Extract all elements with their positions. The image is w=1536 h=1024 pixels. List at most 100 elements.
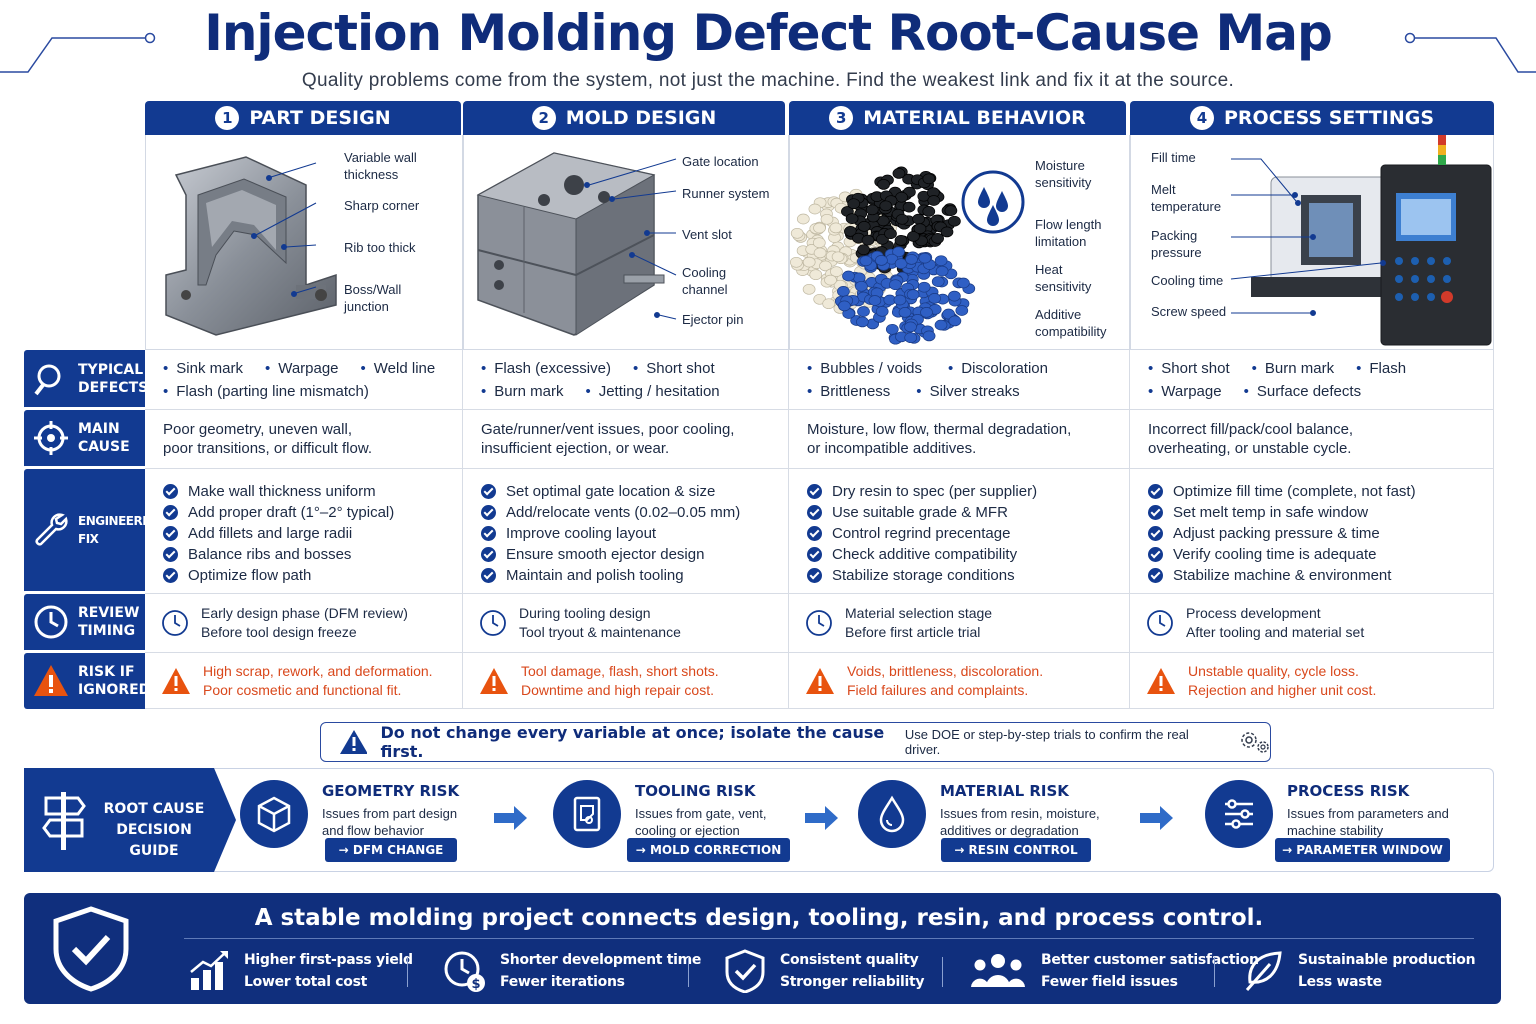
guide-item-description: Issues from resin, moisture, additives o… <box>940 806 1100 838</box>
check-icon <box>807 484 822 499</box>
defects-mold-design: Flash (excessive)Short shotBurn markJett… <box>463 350 789 410</box>
dfm-change-button[interactable]: → DFM CHANGE <box>325 838 457 862</box>
defect-item: Bubbles / voids <box>807 360 922 377</box>
benefit-yield: Higher first-pass yield Lower total cost <box>188 949 413 993</box>
column-header-mold-design: 2 MOLD DESIGN <box>463 101 785 135</box>
risk-material-behavior: Voids, brittleness, discoloration. Field… <box>789 653 1130 709</box>
people-icon <box>971 954 1025 987</box>
defect-item: Warpage <box>1148 383 1221 400</box>
fix-item: Stabilize machine & environment <box>1148 565 1475 586</box>
defect-item: Surface defects <box>1244 383 1361 400</box>
check-icon <box>807 568 822 583</box>
defects-part-design: Sink markWarpageWeld lineFlash (parting … <box>145 350 463 410</box>
benefit-separator <box>688 957 689 987</box>
warning-main-text: Do not change every variable at once; is… <box>380 723 885 761</box>
clock-icon <box>806 610 832 636</box>
check-icon <box>163 526 178 541</box>
check-icon <box>481 547 496 562</box>
check-icon <box>1148 547 1163 562</box>
process-settings-illustration: Fill time Melt temperature Packing press… <box>1130 135 1494 350</box>
check-icon <box>163 568 178 583</box>
defect-item: Weld line <box>361 360 435 377</box>
gears-icon <box>1241 732 1269 753</box>
guide-label-text: ROOT CAUSE DECISION GUIDE <box>103 801 205 859</box>
fix-item: Make wall thickness uniform <box>163 481 444 502</box>
cause-process-settings: Incorrect fill/pack/cool balance, overhe… <box>1130 410 1494 469</box>
benefit-quality: Consistent quality Stronger reliability <box>724 949 925 993</box>
benefit-sustainable-production: Sustainable production Less waste <box>1244 949 1476 993</box>
check-icon <box>1148 484 1163 499</box>
mold-block-image <box>476 152 677 336</box>
defect-item: Discoloration <box>948 360 1048 377</box>
clock-icon <box>162 610 188 636</box>
clock-icon <box>34 605 68 639</box>
check-icon <box>481 526 496 541</box>
flow-arrow-icon <box>805 806 838 830</box>
timing-part-design: Early design phase (DFM review) Before t… <box>145 594 463 653</box>
page-subtitle: Quality problems come from the system, n… <box>301 70 1235 91</box>
column-number: 1 <box>215 106 240 130</box>
timing-material-behavior: Material selection stage Before first ar… <box>789 594 1130 653</box>
defect-item: Flash (excessive) <box>481 360 611 377</box>
callout-moisture-sensitivity: Moisture sensitivity <box>1035 158 1092 190</box>
growth-chart-icon <box>190 951 228 990</box>
check-icon <box>807 526 822 541</box>
check-icon <box>481 484 496 499</box>
clock-icon <box>480 610 506 636</box>
resin-control-button[interactable]: → RESIN CONTROL <box>941 838 1091 862</box>
callout-runner-system: Runner system <box>682 186 770 201</box>
defects-material-behavior: Bubbles / voidsDiscolorationBrittlenessS… <box>789 350 1130 410</box>
row-label-typical-defects: TYPICAL DEFECTS <box>24 350 149 410</box>
row-label-main-cause: MAIN CAUSE <box>24 410 145 469</box>
fix-item: Ensure smooth ejector design <box>481 544 770 565</box>
row-label-risk-if-ignored: RISK IF IGNORED <box>24 653 150 709</box>
footer-title: A stable molding project connects design… <box>254 905 1264 931</box>
risk-mold-design: Tool damage, flash, short shots. Downtim… <box>463 653 789 709</box>
leaf-icon <box>1245 951 1282 991</box>
row-label-text: TYPICAL DEFECTS <box>78 361 149 396</box>
injection-machine-image <box>1230 135 1492 346</box>
guide-item-description: Issues from gate, vent, cooling or eject… <box>635 806 767 838</box>
parameter-window-button[interactable]: → PARAMETER WINDOW <box>1275 838 1450 862</box>
column-header-material-behavior: 3 MATERIAL BEHAVIOR <box>789 101 1126 135</box>
fix-item: Control regrind precentage <box>807 523 1111 544</box>
guide-item-title: GEOMETRY RISK <box>322 782 460 800</box>
drop-icon <box>858 780 926 848</box>
crosshair-icon <box>34 421 68 455</box>
svg-text:$: $ <box>471 977 480 992</box>
warning-triangle-icon <box>480 667 508 694</box>
callout-fill-time: Fill time <box>1151 150 1196 165</box>
page-title: Injection Molding Defect Root-Cause Map <box>204 4 1333 62</box>
fixes-process-settings: Optimize fill time (complete, not fast) … <box>1130 469 1494 594</box>
circuit-decoration-left <box>0 32 156 73</box>
guide-pointer <box>214 768 236 872</box>
callout-sharp-corner: Sharp corner <box>344 198 420 213</box>
check-icon <box>163 505 178 520</box>
mold-correction-button[interactable]: → MOLD CORRECTION <box>627 838 790 862</box>
callout-screw-speed: Screw speed <box>1151 304 1227 319</box>
fix-item: Set melt temp in safe window <box>1148 502 1475 523</box>
root-cause-decision-guide: ROOT CAUSE DECISION GUIDE GEOMETRY RISK … <box>24 768 1494 872</box>
column-header-process-settings: 4 PROCESS SETTINGS <box>1130 101 1494 135</box>
callout-boss-wall: Boss/Wall junction <box>344 282 402 314</box>
guide-item-title: PROCESS RISK <box>1287 782 1410 800</box>
callout-cooling-time: Cooling time <box>1151 273 1224 288</box>
check-icon <box>1148 505 1163 520</box>
guide-frame <box>214 768 1494 872</box>
fixes-part-design: Make wall thickness uniform Add proper d… <box>145 469 463 594</box>
callout-melt-temperature: Melt temperature <box>1151 182 1222 214</box>
flow-arrow-icon <box>494 806 527 830</box>
column-label: MOLD DESIGN <box>565 107 717 129</box>
callout-cooling-channel: Cooling channel <box>682 265 728 297</box>
clock-dollar-icon: $ <box>444 951 485 992</box>
row-label-review-timing: REVIEW TIMING <box>24 594 145 653</box>
benefit-separator <box>942 957 943 987</box>
defect-item: Short shot <box>633 360 714 377</box>
defect-item: Flash <box>1356 360 1406 377</box>
flow-arrow-icon <box>1140 806 1173 830</box>
defect-item: Flash (parting line mismatch) <box>163 383 369 400</box>
defect-item: Silver streaks <box>916 383 1020 400</box>
cause-mold-design: Gate/runner/vent issues, poor cooling, i… <box>463 410 789 469</box>
fix-item: Check additive compatibility <box>807 544 1111 565</box>
warning-sub-text: Use DOE or step-by-step trials to confir… <box>904 727 1189 757</box>
